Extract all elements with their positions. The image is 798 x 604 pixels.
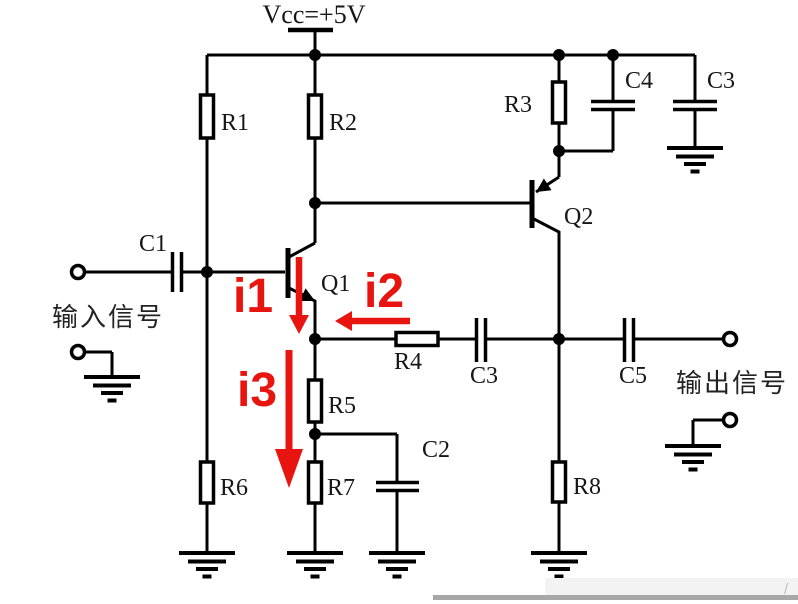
capacitor-c5-body: [622, 318, 636, 362]
resistor-r2-label: R2: [329, 110, 357, 136]
resistor-r1-body: [198, 93, 216, 140]
output-terminal: [721, 330, 739, 348]
q2-emitter-arrow: [536, 178, 552, 192]
ground-output: [663, 444, 723, 472]
resistors: [198, 80, 568, 505]
current-i1-label: i1: [233, 270, 273, 323]
capacitor-c3-mid-body: [474, 318, 488, 362]
current-arrows: [275, 257, 410, 488]
resistor-r8-label: R8: [573, 474, 601, 500]
resistor-r7-label: R7: [327, 475, 355, 501]
resistor-r6-label: R6: [220, 475, 248, 501]
transistor-q2-label: Q2: [564, 204, 593, 230]
ground-r6: [177, 551, 237, 579]
input-signal-label: 输入信号: [52, 302, 164, 332]
current-i3-label: i3: [237, 364, 277, 417]
watermark-band: [545, 578, 798, 596]
current-i2-label: i2: [364, 265, 404, 318]
terminals: [69, 263, 739, 429]
input-ground-terminal: [69, 343, 87, 361]
current-arrow-i1: [289, 257, 309, 334]
output-signal-label: 输出信号: [676, 368, 788, 398]
capacitor-c2-body: [376, 480, 419, 493]
capacitors: [170, 99, 717, 493]
resistor-r1-label: R1: [221, 110, 249, 136]
resistor-r4-body: [394, 330, 440, 348]
watermark: /: [433, 578, 798, 600]
resistor-r7-body: [306, 460, 324, 505]
resistor-r3-label: R3: [504, 92, 532, 118]
ground-r8: [529, 551, 589, 579]
capacitor-c3-mid-label: C3: [470, 363, 498, 389]
ground-c3-top: [665, 146, 725, 174]
capacitor-c5-label: C5: [619, 363, 647, 389]
resistor-r5-label: R5: [328, 393, 356, 419]
output-ground-terminal: [721, 411, 739, 429]
capacitor-c4-label: C4: [625, 68, 653, 94]
resistor-r4-label: R4: [394, 349, 422, 375]
watermark-bar: [433, 595, 798, 600]
resistor-r2-body: [306, 93, 324, 140]
capacitor-c3-top-label: C3: [707, 68, 735, 94]
resistor-r6-body: [198, 460, 216, 505]
vcc-label: Vcc=+5V: [263, 0, 366, 29]
wires: [85, 27, 723, 553]
capacitor-c1-body: [170, 252, 184, 292]
capacitor-c1-label: C1: [139, 231, 167, 257]
resistor-r8-body: [550, 460, 568, 504]
ground-r7: [285, 551, 345, 579]
resistor-r5-body: [306, 378, 324, 424]
ground-input: [82, 375, 142, 403]
junction-dots: [201, 49, 619, 440]
input-terminal: [69, 263, 87, 281]
capacitor-c3-top-body: [673, 99, 717, 112]
current-arrow-i2: [335, 311, 410, 331]
transistor-q1-label: Q1: [321, 271, 350, 297]
current-arrow-i3: [275, 350, 303, 488]
q1-emitter-arrow: [299, 288, 315, 301]
resistor-r3-body: [550, 80, 568, 125]
capacitor-c2-label: C2: [422, 437, 450, 463]
ground-c2: [367, 551, 427, 579]
watermark-mark: /: [784, 581, 789, 598]
capacitor-c4-body: [591, 99, 635, 112]
labels: Vcc=+5V R1 R2 R3 R4 R5 R6 R7 R8 C1 C2 C4…: [52, 0, 788, 501]
transistor-q2: [529, 178, 552, 228]
